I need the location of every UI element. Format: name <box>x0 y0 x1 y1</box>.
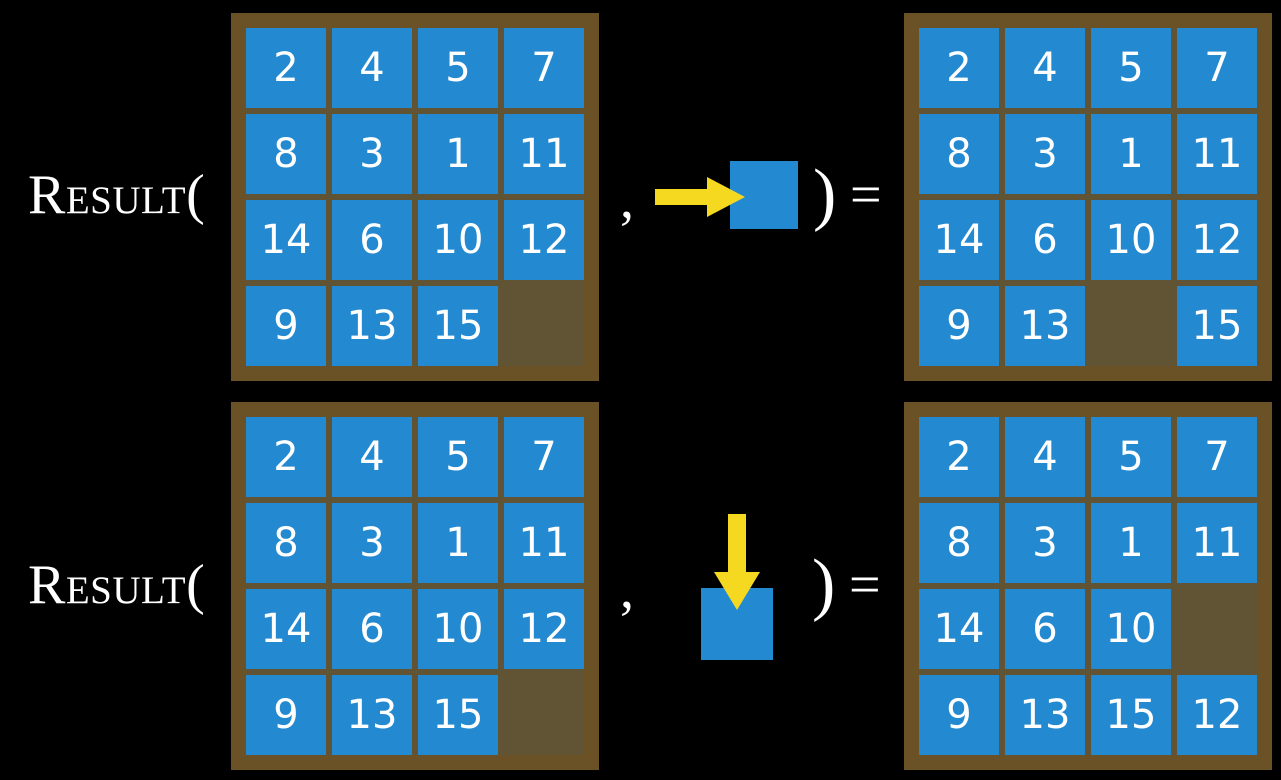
tile[interactable]: 9 <box>919 286 999 366</box>
tile[interactable]: 1 <box>418 503 498 583</box>
tile[interactable]: 5 <box>1091 417 1171 497</box>
tile[interactable]: 13 <box>332 675 412 755</box>
tile[interactable]: 7 <box>504 417 584 497</box>
comma-separator-row-1: , <box>620 168 634 231</box>
tile[interactable]: 3 <box>1005 114 1085 194</box>
tile[interactable]: 10 <box>1091 589 1171 669</box>
tile[interactable]: 3 <box>332 114 412 194</box>
tile[interactable]: 1 <box>418 114 498 194</box>
equals-sign-row-1: = <box>850 164 882 226</box>
tile[interactable]: 5 <box>418 28 498 108</box>
tile[interactable]: 15 <box>418 286 498 366</box>
tile[interactable]: 12 <box>504 589 584 669</box>
tile[interactable]: 2 <box>919 417 999 497</box>
blank-tile <box>504 675 584 755</box>
tile[interactable]: 10 <box>418 589 498 669</box>
output-board-row-2: 2 4 5 7 8 3 1 11 14 6 10 9 13 15 12 <box>904 402 1272 770</box>
tile[interactable]: 12 <box>1177 200 1257 280</box>
tile[interactable]: 11 <box>1177 503 1257 583</box>
tile[interactable]: 8 <box>246 503 326 583</box>
arrow-right-icon <box>655 177 745 217</box>
tile[interactable]: 10 <box>1091 200 1171 280</box>
tile[interactable]: 8 <box>919 503 999 583</box>
tile[interactable]: 1 <box>1091 503 1171 583</box>
tile[interactable]: 2 <box>919 28 999 108</box>
comma-separator-row-2: , <box>620 558 634 621</box>
tile[interactable]: 8 <box>919 114 999 194</box>
tile[interactable]: 2 <box>246 417 326 497</box>
blank-tile <box>1091 286 1171 366</box>
tile[interactable]: 4 <box>1005 28 1085 108</box>
tile[interactable]: 6 <box>332 200 412 280</box>
tile[interactable]: 13 <box>1005 675 1085 755</box>
tile[interactable]: 4 <box>332 417 412 497</box>
equation-row-2: Result( 2 4 5 7 8 3 1 11 14 6 10 12 9 13… <box>0 390 1281 780</box>
arrow-down-icon <box>714 514 760 610</box>
action-slide-down-row-2 <box>690 500 800 670</box>
tile[interactable]: 15 <box>1177 286 1257 366</box>
input-board-row-2: 2 4 5 7 8 3 1 11 14 6 10 12 9 13 15 <box>231 402 599 770</box>
tile[interactable]: 11 <box>1177 114 1257 194</box>
tile[interactable]: 9 <box>246 286 326 366</box>
output-board-row-1: 2 4 5 7 8 3 1 11 14 6 10 12 9 13 15 <box>904 13 1272 381</box>
tile[interactable]: 5 <box>1091 28 1171 108</box>
action-slide-right-row-1 <box>655 155 810 235</box>
tile[interactable]: 1 <box>1091 114 1171 194</box>
blank-tile <box>504 286 584 366</box>
tile[interactable]: 14 <box>919 589 999 669</box>
result-label-row-1: Result( <box>28 164 206 226</box>
tile[interactable]: 7 <box>504 28 584 108</box>
tile[interactable]: 4 <box>1005 417 1085 497</box>
tile[interactable]: 3 <box>332 503 412 583</box>
tile[interactable]: 5 <box>418 417 498 497</box>
tile[interactable]: 10 <box>418 200 498 280</box>
tile[interactable]: 9 <box>919 675 999 755</box>
tile[interactable]: 15 <box>1091 675 1171 755</box>
tile[interactable]: 9 <box>246 675 326 755</box>
input-board-row-1: 2 4 5 7 8 3 1 11 14 6 10 12 9 13 15 <box>231 13 599 381</box>
tile[interactable]: 12 <box>504 200 584 280</box>
tile[interactable]: 11 <box>504 114 584 194</box>
tile[interactable]: 2 <box>246 28 326 108</box>
tile[interactable]: 6 <box>1005 589 1085 669</box>
tile[interactable]: 15 <box>418 675 498 755</box>
tile[interactable]: 14 <box>246 589 326 669</box>
paren-close-row-1: ) <box>813 156 837 233</box>
tile[interactable]: 14 <box>919 200 999 280</box>
tile[interactable]: 7 <box>1177 417 1257 497</box>
tile[interactable]: 11 <box>504 503 584 583</box>
tile[interactable]: 6 <box>1005 200 1085 280</box>
equation-row-1: Result( 2 4 5 7 8 3 1 11 14 6 10 12 9 13… <box>28 13 1272 381</box>
tile[interactable]: 8 <box>246 114 326 194</box>
tile[interactable]: 14 <box>246 200 326 280</box>
blank-square-icon <box>730 161 798 229</box>
tile[interactable]: 12 <box>1177 675 1257 755</box>
equals-sign-row-2: = <box>849 554 881 616</box>
result-label-row-2: Result( <box>28 554 206 616</box>
tile[interactable]: 13 <box>1005 286 1085 366</box>
tile[interactable]: 6 <box>332 589 412 669</box>
tile[interactable]: 3 <box>1005 503 1085 583</box>
tile[interactable]: 4 <box>332 28 412 108</box>
blank-tile <box>1177 589 1257 669</box>
tile[interactable]: 13 <box>332 286 412 366</box>
paren-close-row-2: ) <box>812 546 836 623</box>
tile[interactable]: 7 <box>1177 28 1257 108</box>
